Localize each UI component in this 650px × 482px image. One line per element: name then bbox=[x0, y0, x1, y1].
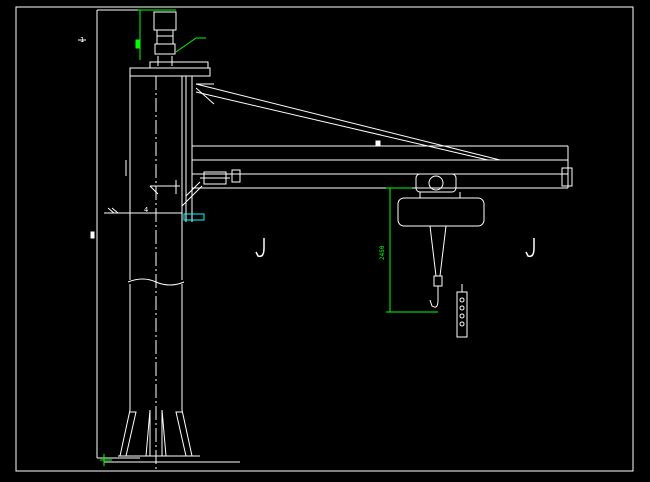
left-dim-label: 4 bbox=[144, 206, 148, 214]
electric-hoist bbox=[397, 173, 485, 308]
drawing-frame bbox=[15, 6, 634, 472]
jib-marker bbox=[375, 140, 381, 146]
base-dimension-mark bbox=[100, 454, 112, 466]
pendant-control bbox=[456, 284, 468, 338]
jib-crane bbox=[78, 9, 573, 470]
small-tick-label: 1 bbox=[80, 36, 84, 44]
right-hook-symbol bbox=[525, 238, 535, 258]
height-dim-marker bbox=[90, 231, 95, 239]
motor-dim-marker bbox=[135, 39, 140, 49]
jib-arm bbox=[192, 140, 573, 189]
hook-height-dimension bbox=[386, 187, 438, 313]
left-hook-symbol bbox=[255, 238, 265, 258]
crane-column bbox=[125, 76, 193, 470]
column-base bbox=[104, 409, 240, 463]
motor-dimension bbox=[135, 9, 206, 60]
slewing-motor bbox=[129, 11, 211, 77]
tie-rod bbox=[195, 83, 501, 161]
lower-bracket bbox=[104, 180, 205, 221]
hook-dim-label: 2450 bbox=[379, 245, 386, 260]
